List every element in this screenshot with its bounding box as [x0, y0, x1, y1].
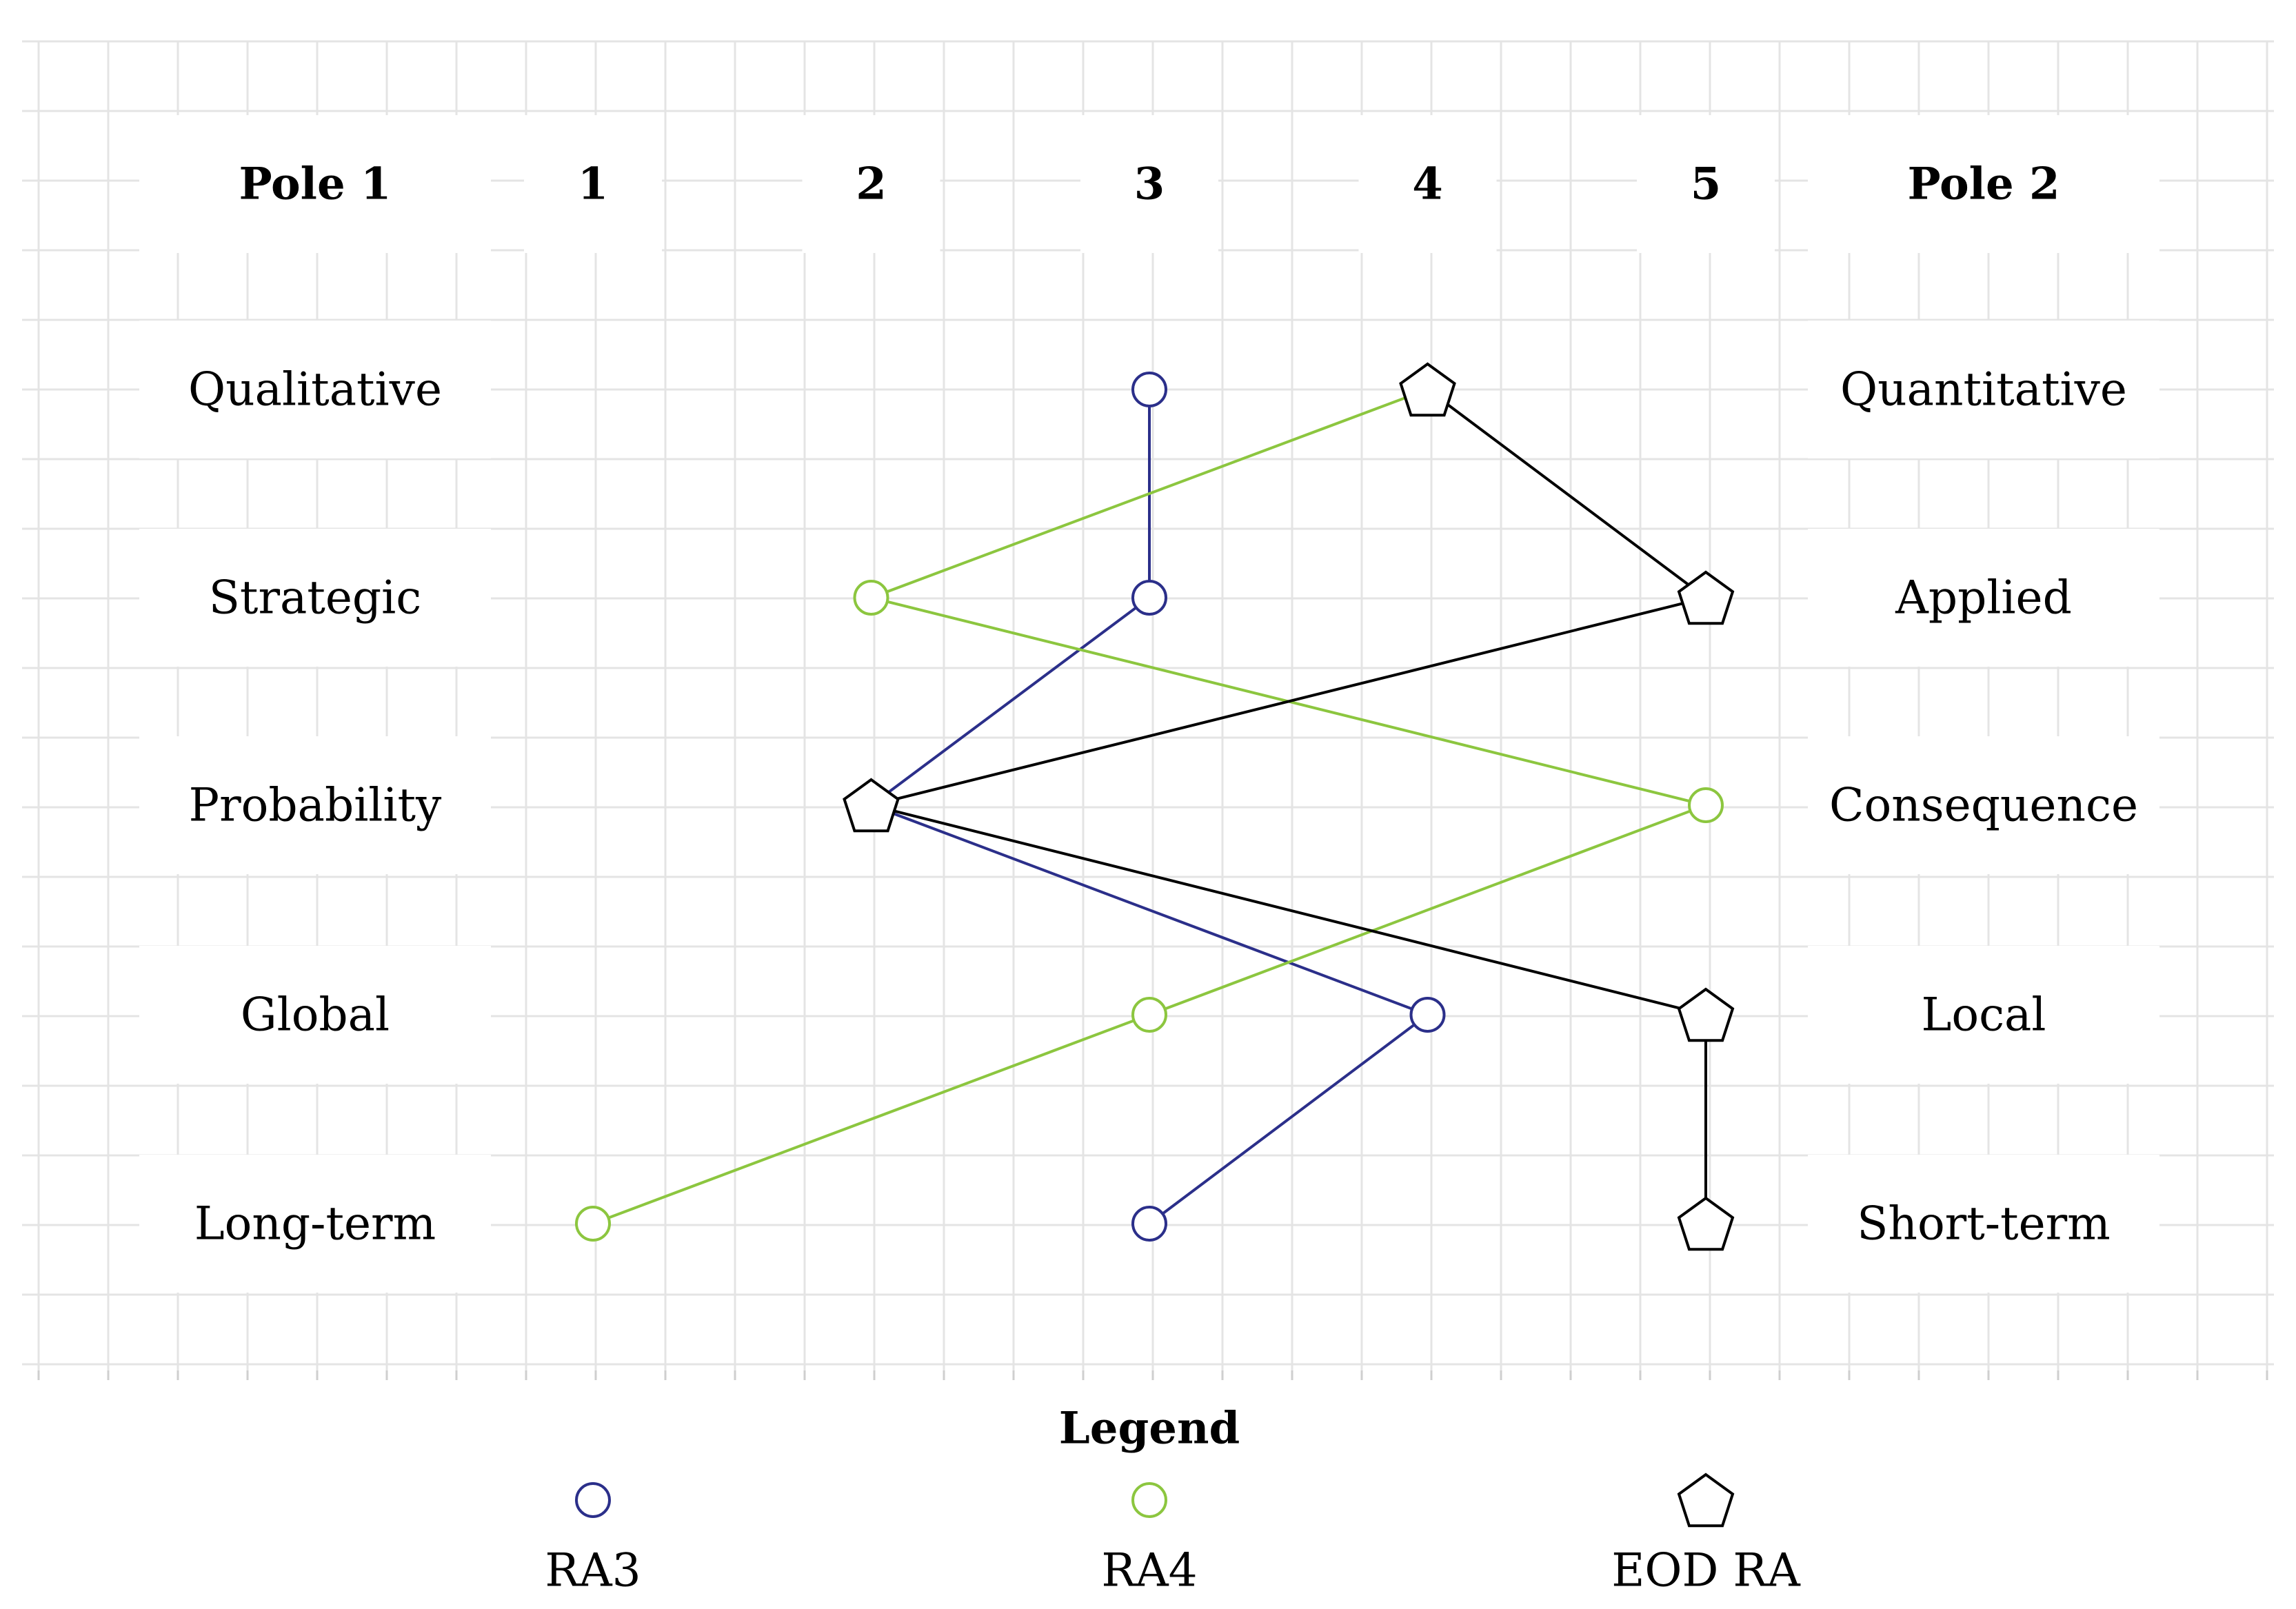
- point-ra3-row-1: [1131, 372, 1167, 407]
- point-eod-ra-row-3: [843, 778, 900, 833]
- scale-label-1: 1: [578, 159, 609, 210]
- pole1-label-row-3: Probability: [189, 779, 442, 832]
- label-cell-background: [802, 115, 940, 253]
- point-eod-ra-row-2: [1677, 570, 1735, 625]
- pole1-label-row-4: Global: [241, 989, 390, 1042]
- label-cell-background: [139, 946, 491, 1084]
- series-markers: [575, 362, 1735, 1251]
- legend-label-ra3: RA3: [545, 1544, 641, 1597]
- legend-label-eod-ra: EOD RA: [1611, 1544, 1801, 1597]
- scale-label-3: 3: [1134, 159, 1165, 210]
- point-ra3-row-4: [1409, 997, 1446, 1033]
- label-cell-background: [139, 115, 491, 253]
- legend: Legend RA3 RA4 EOD RA: [545, 1403, 1801, 1597]
- scale-label-2: 2: [856, 159, 887, 210]
- label-cell-background: [1808, 736, 2159, 874]
- label-cell-background: [139, 529, 491, 667]
- label-cell-background: [139, 736, 491, 874]
- label-cell-background: [1808, 1155, 2159, 1293]
- label-cell-background: [1808, 529, 2159, 667]
- point-ra3-row-2: [1131, 580, 1167, 616]
- pole2-header: Pole 2: [1908, 159, 2060, 210]
- pole1-header: Pole 1: [239, 159, 392, 210]
- pole1-label-row-2: Strategic: [209, 571, 422, 625]
- legend-label-ra4: RA4: [1101, 1544, 1197, 1597]
- legend-keys: [575, 1473, 1735, 1528]
- scale-label-5: 5: [1691, 159, 1722, 210]
- pole2-label-row-4: Local: [1922, 989, 2046, 1042]
- label-cell-background: [1808, 115, 2159, 253]
- point-ra4-row-2: [853, 580, 889, 616]
- pole2-label-row-2: Applied: [1895, 571, 2072, 625]
- point-eod-ra-row-4: [1677, 987, 1735, 1042]
- label-cell-background: [1808, 946, 2159, 1084]
- label-cell-background: [1358, 115, 1497, 253]
- pole-labels: Qualitative Quantitative Strategic Appli…: [188, 363, 2138, 1251]
- point-eod-ra-row-1: [1399, 362, 1456, 417]
- label-cells: [139, 115, 2159, 1293]
- point-ra4-row-5: [575, 1206, 611, 1242]
- legend-key-eod-ra: [1677, 1473, 1735, 1528]
- legend-key-ra4: [1131, 1482, 1167, 1518]
- label-cell-background: [1080, 115, 1218, 253]
- legend-title: Legend: [1059, 1403, 1240, 1455]
- point-ra3-row-5: [1131, 1206, 1167, 1242]
- label-cell-background: [1808, 321, 2159, 458]
- point-eod-ra-row-5: [1677, 1196, 1735, 1251]
- pole2-label-row-5: Short-term: [1857, 1197, 2111, 1251]
- legend-key-ra3: [575, 1482, 611, 1518]
- pole1-label-row-1: Qualitative: [188, 363, 442, 416]
- scale-label-4: 4: [1412, 159, 1443, 210]
- pole2-label-row-1: Quantitative: [1840, 363, 2127, 416]
- pole2-label-row-3: Consequence: [1829, 779, 2138, 832]
- label-cell-background: [1637, 115, 1775, 253]
- label-cell-background: [139, 1155, 491, 1293]
- label-cell-background: [139, 321, 491, 458]
- label-cell-background: [524, 115, 662, 253]
- point-ra4-row-4: [1131, 997, 1167, 1033]
- pole1-label-row-5: Long-term: [194, 1197, 436, 1251]
- point-ra4-row-3: [1688, 787, 1724, 823]
- header-row: Pole 1 1 2 3 4 5 Pole 2: [239, 159, 2060, 210]
